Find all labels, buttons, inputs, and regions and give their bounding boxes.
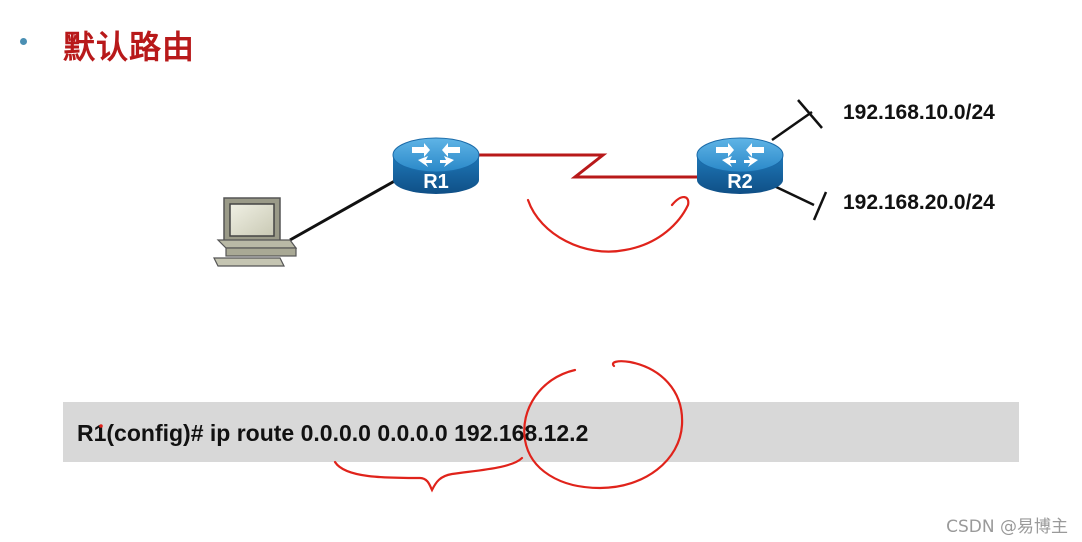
handwritten-brace-annotation [333,456,524,493]
router-arrows-icon [412,143,460,167]
network-label-20: 192.168.20.0/24 [843,191,995,214]
network-link-20 [771,183,828,221]
pc-icon [213,197,298,267]
router-r2-label: R2 [727,171,753,193]
command-bar: R1(config)# ip route 0.0.0.0 0.0.0.0 192… [63,402,1019,462]
command-text: R1(config)# ip route 0.0.0.0 0.0.0.0 192… [77,420,589,446]
network-link-10 [771,99,823,142]
handwritten-curve-annotation [526,196,690,253]
router-r2: R2 [696,137,784,194]
network-label-10: 192.168.10.0/24 [843,101,995,124]
ethernet-link-pc-r1 [289,176,401,242]
router-r1: R1 [392,137,480,194]
serial-link-r1-r2 [478,153,700,179]
handwritten-circle-annotation [523,360,684,490]
page-title: 默认路由 [63,28,196,66]
router-arrows-icon [716,143,764,167]
handwritten-dot-annotation [99,424,103,428]
title-bullet [20,38,27,45]
router-r1-label: R1 [423,171,449,193]
watermark: CSDN @易博主 [946,517,1068,537]
